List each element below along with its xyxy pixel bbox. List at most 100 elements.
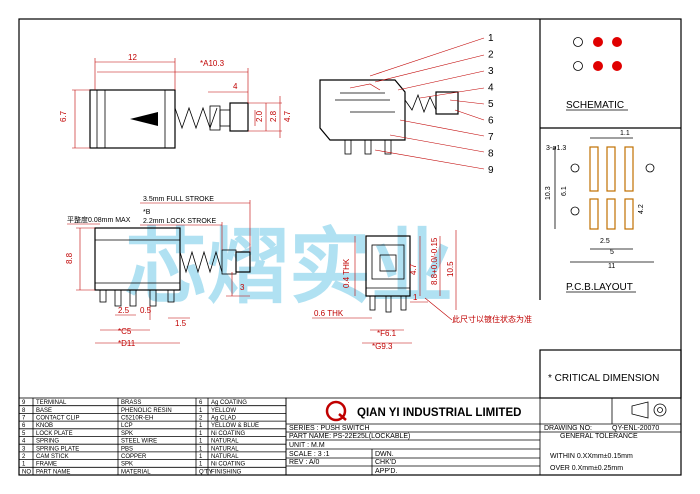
pcb-hole [645, 163, 655, 173]
thk-0-6: 0.6 THK [314, 309, 344, 318]
c-mark: *C5 [118, 327, 132, 336]
dim-4-7: 4.7 [283, 110, 292, 122]
bom-cell: MATERIAL [121, 469, 151, 475]
pcb-dim-4: 6.1 [561, 186, 568, 196]
bom-cell: Ni COATING [211, 431, 246, 437]
bom-cell: 9 [22, 400, 26, 406]
schematic: SCHEMATIC [566, 37, 628, 111]
bom-cell: SPK [121, 431, 133, 437]
bom-cell: BASE [36, 408, 52, 414]
tolerance-over: OVER 0.Xmm±0.25mm [550, 465, 623, 472]
spring [174, 106, 218, 130]
dim-1-5: 1.5 [175, 319, 187, 328]
pcb-dim-1: 1.1 [620, 130, 630, 137]
bom-cell: NATURAL [211, 439, 239, 445]
pcb-title: P.C.B.LAYOUT [566, 282, 633, 293]
pcb-pad [606, 146, 616, 192]
side-view: 3.5mm FULL STROKE *B 2.2mm LOCK STROKE 平… [65, 196, 251, 348]
bom-cell: 1 [199, 454, 203, 460]
pcb-dim-2: 3-ø1.3 [546, 145, 566, 152]
bom-cell: 1 [199, 423, 203, 429]
bom-cell: Ag COATING [211, 400, 247, 406]
bom-cell: CONTACT CLIP [36, 416, 79, 422]
callout-number: 7 [488, 132, 494, 143]
pcb-pad [589, 198, 599, 230]
iso-body [319, 79, 406, 141]
callout-leaders [369, 37, 485, 170]
bom-cell: 7 [22, 416, 26, 422]
bom-cell: PBS [121, 446, 133, 452]
bom-cell: SPRING PLATE [36, 446, 79, 452]
bom-cell: 5 [22, 431, 26, 437]
full-stroke: 3.5mm FULL STROKE [143, 196, 214, 203]
iso-spring [404, 93, 437, 114]
callout-number: 6 [488, 116, 494, 127]
flatness-note: 平整度0.08mm MAX [67, 215, 131, 224]
drawing-no-value: QY-ENL-20070 [612, 425, 659, 432]
schematic-pin-active [612, 61, 622, 71]
drawing-no-label: DRAWING NO: [544, 425, 592, 432]
appd: APP'D. [375, 468, 397, 475]
part-name: PART NAME: PS-22E25L(LOCKABLE) [289, 433, 410, 440]
bom-cell: PHENOLIC RESIN [121, 408, 172, 414]
bom-cell: 2 [199, 416, 203, 422]
callout-number: 8 [488, 149, 494, 160]
schematic-pin-active [612, 37, 622, 47]
bom-cell: 1 [199, 462, 203, 468]
bom-cell: 2 [22, 454, 26, 460]
iso-view [319, 79, 459, 155]
side-body [94, 227, 181, 291]
bom-cell: Ag CLAD [211, 416, 237, 422]
callout-number: 3 [488, 66, 494, 77]
bom-cell: SPK [121, 462, 133, 468]
d-mark: *D11 [118, 339, 136, 348]
iso-knob [435, 91, 459, 115]
bom-cell: COPPER [121, 454, 147, 460]
dim-width: 12 [128, 53, 137, 62]
bom-cell: 1 [199, 446, 203, 452]
pcb-pad [606, 198, 616, 230]
schematic-pin-active [593, 61, 603, 71]
pcb-dim-5: 4.2 [638, 204, 645, 214]
bom-cell: CAM STICK [36, 454, 69, 460]
callout-number: 9 [488, 165, 494, 176]
callout-number: 2 [488, 50, 494, 61]
bom-cell: LCP [121, 423, 133, 429]
tolerance-within: WITHIN 0.XXmm±0.15mm [550, 453, 633, 460]
bom-cell: 6 [22, 423, 26, 429]
dim-2-8: 2.8 [269, 110, 278, 122]
dim-height: 6.7 [59, 110, 68, 122]
callout-number: 1 [488, 33, 494, 44]
dim-8-8: 8.8 [65, 252, 74, 264]
pcb-hole [570, 163, 580, 173]
b-mark: *B [143, 209, 151, 216]
dim-total: *A10.3 [200, 59, 225, 68]
rev: REV : A/0 [289, 459, 319, 466]
bom-cell: BRASS [121, 400, 141, 406]
chkd: CHK'D [375, 459, 396, 466]
pcb-dim-8: 11 [608, 263, 615, 270]
title-block: QIAN YI INDUSTRIAL LIMITED SERIES : PUSH… [285, 397, 682, 476]
bom-cell: YELLOW & BLUE [211, 423, 259, 429]
dim-2-5: 2.5 [118, 306, 130, 315]
bom-cell: NO [22, 469, 31, 475]
end-view: 0.4 THK 4.7 8.8+0.0/-0.15 10.5 1 0.6 THK… [312, 230, 532, 351]
side-knob [235, 251, 251, 273]
bom-cell: PART NAME [36, 469, 70, 475]
bom-cell: 1 [22, 462, 26, 468]
series: SERIES : PUSH SWITCH [289, 425, 370, 432]
schematic-pin-active [593, 37, 603, 47]
scale: SCALE : 3 :1 [289, 451, 330, 458]
pcb-pad [624, 146, 634, 192]
bom-cell: 6 [199, 400, 203, 406]
